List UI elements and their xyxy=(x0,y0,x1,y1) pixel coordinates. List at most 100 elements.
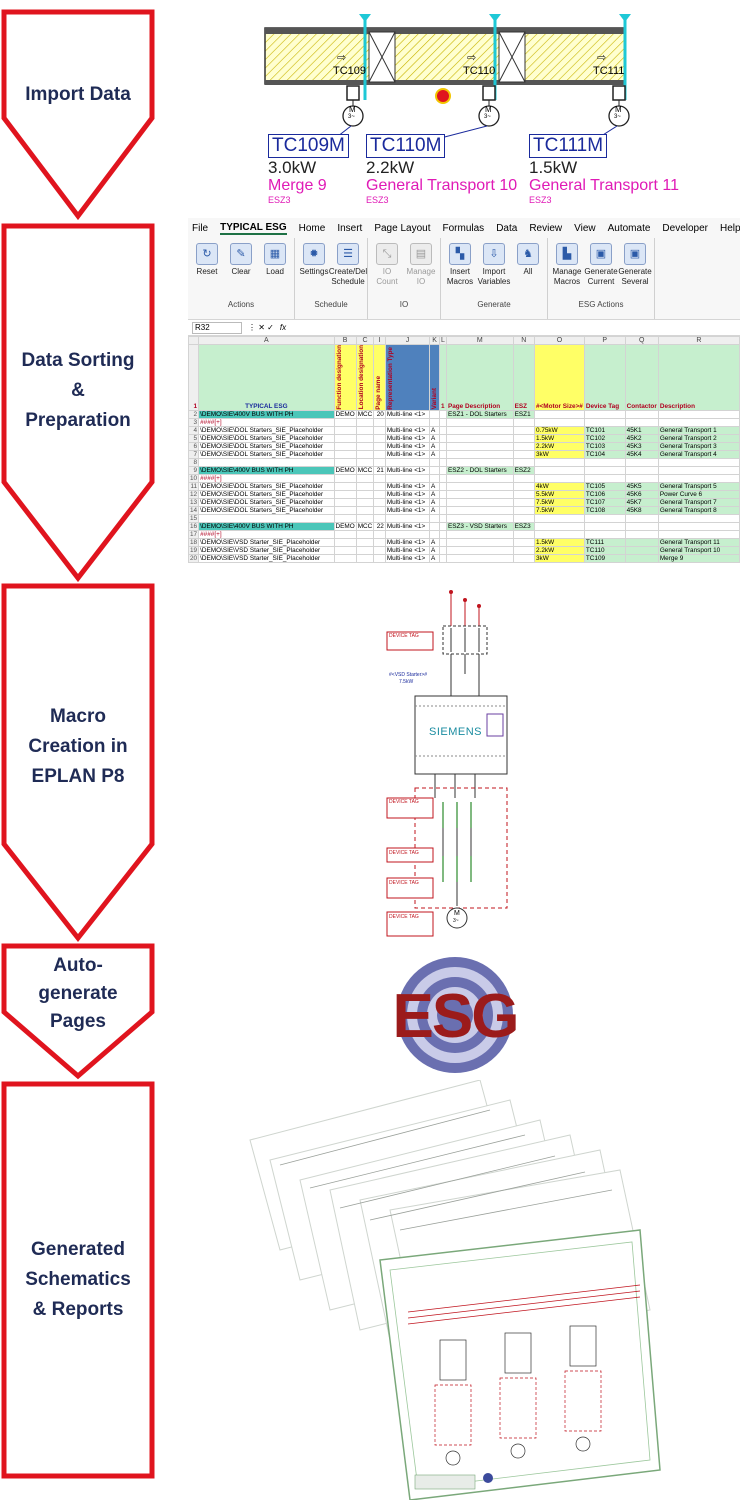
cell-n[interactable] xyxy=(512,489,535,499)
cell-r[interactable]: General Transport 10 xyxy=(657,545,740,555)
menu-tab[interactable]: View xyxy=(574,222,596,234)
cell-k[interactable] xyxy=(429,513,441,523)
cell-q[interactable]: 45K3 xyxy=(624,441,659,451)
cell-n[interactable]: ESZ3 xyxy=(512,521,535,531)
cell-m[interactable] xyxy=(445,489,514,499)
cell-b[interactable] xyxy=(333,529,357,539)
cell-r[interactable] xyxy=(657,417,740,427)
cell-r[interactable]: General Transport 8 xyxy=(657,505,740,515)
cell-q[interactable]: 45K1 xyxy=(624,425,659,435)
cell-k[interactable] xyxy=(429,473,441,483)
cell-r[interactable]: Power Curve 6 xyxy=(657,489,740,499)
cell-n[interactable] xyxy=(512,537,535,547)
cell-a[interactable]: \DEMO\SIE\VSD Starter_SIE_Placeholder xyxy=(198,545,335,555)
cell-m[interactable] xyxy=(445,529,514,539)
cell-r[interactable] xyxy=(657,521,740,531)
cell-j[interactable]: Multi-line <1> xyxy=(384,489,431,499)
cell-q[interactable] xyxy=(624,545,659,555)
menu-tab[interactable]: Data xyxy=(496,222,518,234)
cell-l[interactable] xyxy=(439,489,447,499)
cell-c[interactable] xyxy=(355,473,375,483)
cell-a[interactable]: ####[+] xyxy=(198,417,335,427)
cell-q[interactable]: 45K5 xyxy=(624,481,659,491)
cell-n[interactable] xyxy=(512,513,535,523)
header-cell[interactable]: Function designation xyxy=(333,344,357,411)
column-letter[interactable]: N xyxy=(512,336,535,345)
cell-p[interactable] xyxy=(583,465,626,475)
cell-j[interactable]: Multi-line <1> xyxy=(384,537,431,547)
cell-m[interactable] xyxy=(445,481,514,491)
menu-tab[interactable]: Home xyxy=(298,222,326,234)
cell-m[interactable] xyxy=(445,473,514,483)
cell-p[interactable]: TC104 xyxy=(583,449,626,459)
ribbon-button[interactable]: ▙Manage Macros xyxy=(552,240,582,300)
cell-c[interactable] xyxy=(355,481,375,491)
cell-i[interactable] xyxy=(373,473,386,483)
cell-c[interactable] xyxy=(355,417,375,427)
cell-n[interactable] xyxy=(512,425,535,435)
cell-c[interactable] xyxy=(355,489,375,499)
cell-n[interactable] xyxy=(512,449,535,459)
cell-k[interactable]: A xyxy=(429,449,441,459)
cell-j[interactable]: Multi-line <1> xyxy=(384,433,431,443)
cell-k[interactable]: A xyxy=(429,553,441,563)
cell-r[interactable]: Merge 9 xyxy=(657,553,740,563)
cell-c[interactable] xyxy=(355,497,375,507)
cell-m[interactable] xyxy=(445,417,514,427)
cell-l[interactable] xyxy=(439,553,447,563)
cell-j[interactable] xyxy=(384,529,431,539)
cell-p[interactable]: TC107 xyxy=(583,497,626,507)
cell-p[interactable] xyxy=(583,521,626,531)
cell-k[interactable]: A xyxy=(429,537,441,547)
cell-r[interactable] xyxy=(657,473,740,483)
cell-p[interactable]: TC109 xyxy=(583,553,626,563)
cell-c[interactable]: MCC xyxy=(355,521,375,531)
cell-a[interactable] xyxy=(198,457,335,467)
cell-b[interactable] xyxy=(333,489,357,499)
cell-m[interactable] xyxy=(445,513,514,523)
cell-o[interactable] xyxy=(533,457,585,467)
cell-b[interactable] xyxy=(333,513,357,523)
cell-c[interactable] xyxy=(355,505,375,515)
column-letter[interactable]: M xyxy=(445,336,514,345)
cell-b[interactable] xyxy=(333,537,357,547)
cell-i[interactable] xyxy=(373,433,386,443)
cell-p[interactable] xyxy=(583,457,626,467)
cell-r[interactable]: General Transport 1 xyxy=(657,425,740,435)
cell-m[interactable] xyxy=(445,497,514,507)
ribbon-button[interactable]: ▦Load xyxy=(260,240,290,300)
cell-i[interactable] xyxy=(373,529,386,539)
cell-l[interactable] xyxy=(439,433,447,443)
cell-q[interactable] xyxy=(624,417,659,427)
cell-n[interactable] xyxy=(512,433,535,443)
cell-q[interactable] xyxy=(624,521,659,531)
cell-i[interactable] xyxy=(373,425,386,435)
header-cell[interactable]: Description xyxy=(657,344,740,411)
menu-tab[interactable]: Formulas xyxy=(442,222,485,234)
cell-m[interactable] xyxy=(445,433,514,443)
cell-i[interactable] xyxy=(373,481,386,491)
cell-c[interactable] xyxy=(355,529,375,539)
cell-o[interactable]: 0.75kW xyxy=(533,425,585,435)
ribbon-button[interactable]: ▚Insert Macros xyxy=(445,240,475,300)
cell-i[interactable]: 22 xyxy=(373,521,386,531)
header-cell[interactable]: Location designation xyxy=(355,344,375,411)
cell-k[interactable]: A xyxy=(429,441,441,451)
cell-j[interactable] xyxy=(384,417,431,427)
cell-c[interactable] xyxy=(355,449,375,459)
cell-j[interactable]: Multi-line <1> xyxy=(384,497,431,507)
cell-b[interactable] xyxy=(333,441,357,451)
cell-o[interactable]: 4kW xyxy=(533,481,585,491)
cell-a[interactable]: \DEMO\SIE\DOL Starters_SIE_Placeholder xyxy=(198,505,335,515)
ribbon-button[interactable]: ✎Clear xyxy=(226,240,256,300)
cell-n[interactable] xyxy=(512,457,535,467)
cell-r[interactable]: General Transport 2 xyxy=(657,433,740,443)
cell-p[interactable]: TC105 xyxy=(583,481,626,491)
cell-o[interactable] xyxy=(533,521,585,531)
cell-i[interactable] xyxy=(373,449,386,459)
cell-n[interactable] xyxy=(512,505,535,515)
column-letter[interactable]: A xyxy=(198,336,335,345)
cell-o[interactable]: 7.5kW xyxy=(533,505,585,515)
cell-c[interactable] xyxy=(355,537,375,547)
cell-m[interactable] xyxy=(445,441,514,451)
